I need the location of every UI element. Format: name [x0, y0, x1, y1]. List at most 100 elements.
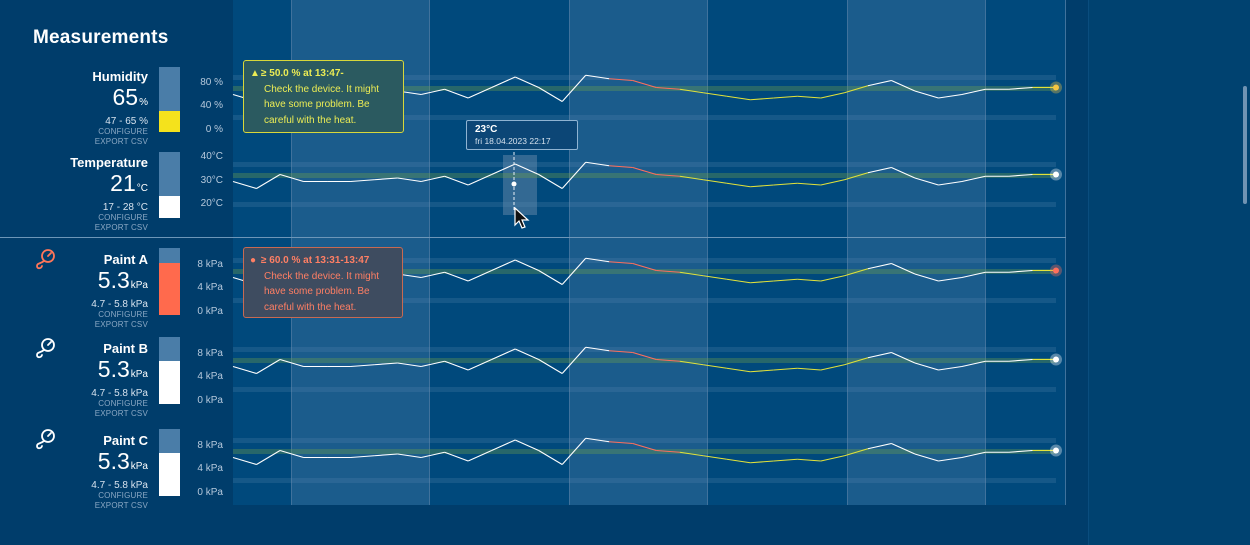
configure-link[interactable]: CONFIGURE [98, 491, 148, 500]
series-segment [514, 259, 539, 272]
export-csv-link[interactable]: EXPORT CSV [94, 501, 148, 510]
series-segment [420, 451, 445, 459]
series-segment [867, 351, 892, 359]
axis-tick: 20°C [200, 198, 223, 209]
series-segment [867, 166, 892, 174]
range-band [233, 347, 1056, 352]
series-segment [256, 450, 281, 465]
series-segment [467, 449, 492, 462]
hover-point [511, 181, 517, 187]
value-number: 21 [110, 170, 136, 196]
series-segment [820, 275, 845, 282]
time-band [847, 0, 985, 505]
series-segment [656, 173, 680, 177]
series-segment [961, 271, 986, 279]
series-segment [867, 442, 892, 450]
sensor-value: 5.3kPa [0, 357, 148, 387]
scrollbar[interactable] [1243, 86, 1247, 204]
sensor-name: Paint B [103, 341, 148, 356]
grid-line [847, 0, 848, 505]
sensor-range: 4.7 - 5.8 kPa [91, 388, 148, 399]
series-segment [632, 262, 657, 272]
export-csv-link[interactable]: EXPORT CSV [94, 320, 148, 329]
series-segment [256, 359, 281, 374]
series-segment [585, 74, 610, 80]
export-csv-link[interactable]: EXPORT CSV [94, 409, 148, 418]
series-segment [938, 456, 963, 462]
series-segment [938, 365, 963, 371]
series-segment [350, 179, 375, 183]
axis-tick: 80 % [200, 77, 223, 88]
configure-link[interactable]: CONFIGURE [98, 127, 148, 136]
value-unit: kPa [130, 461, 148, 472]
value-number: 5.3 [97, 448, 130, 474]
value-number: 5.3 [97, 356, 130, 382]
export-csv-link[interactable]: EXPORT CSV [94, 223, 148, 232]
series-segment [750, 460, 774, 464]
series-segment [750, 280, 774, 284]
series-segment [679, 360, 704, 366]
series-segment [726, 182, 751, 188]
series-segment [797, 182, 821, 186]
series-segment [397, 177, 422, 183]
series-segment [703, 455, 727, 460]
series-segment [703, 92, 727, 97]
current-point [1053, 447, 1059, 454]
gauge-fill [159, 453, 180, 496]
alert-heading: ▲≥ 50.0 % at 13:47- [250, 66, 395, 82]
series-segment [609, 350, 633, 354]
paint-b-gauge [159, 337, 180, 404]
tooltip-value: 23°C [475, 124, 498, 135]
series-segment [938, 93, 963, 99]
series-segment [961, 360, 986, 368]
series-segment [491, 348, 516, 361]
series-segment [914, 90, 939, 99]
series-segment [444, 175, 469, 186]
series-segment [585, 161, 610, 167]
export-csv-link[interactable]: EXPORT CSV [94, 137, 148, 146]
series-segment [820, 179, 845, 186]
configure-link[interactable]: CONFIGURE [98, 310, 148, 319]
configure-link[interactable]: CONFIGURE [98, 213, 148, 222]
series-segment [867, 262, 892, 270]
range-band [233, 75, 1056, 80]
configure-link[interactable]: CONFIGURE [98, 399, 148, 408]
sensor-value: 21°C [0, 171, 148, 201]
series-segment [420, 88, 445, 96]
axis-tick: 4 kPa [197, 371, 223, 382]
page-title: Measurements [33, 27, 169, 48]
series-segment [891, 442, 916, 455]
series-segment [726, 278, 751, 284]
data-tooltip: 23°C fri 18.04.2023 22:17 [466, 120, 578, 150]
series-segment [232, 456, 257, 466]
critical-alert[interactable]: ●≥ 60.0 % at 13:31-13:47 Check the devic… [243, 247, 403, 318]
sensor-name: Temperature [70, 155, 148, 170]
series-segment [961, 175, 986, 183]
series-segment [420, 360, 445, 368]
series-segment [467, 269, 492, 282]
series-segment [750, 184, 774, 188]
sensor-name: Paint A [103, 252, 148, 267]
series-segment [844, 85, 869, 94]
series-segment [726, 458, 751, 464]
series-segment [773, 182, 798, 186]
gauge-fill [159, 361, 180, 404]
current-point [1053, 171, 1059, 178]
series-segment [420, 271, 445, 279]
range-band [233, 449, 1056, 454]
pressure-gauge-icon [34, 428, 56, 450]
alert-message: Check the device. It might have some pro… [264, 83, 380, 126]
range-band [233, 438, 1056, 443]
series-segment [609, 78, 633, 82]
series-segment [797, 278, 821, 282]
series-segment [279, 358, 304, 368]
axis-tick: 8 kPa [197, 440, 223, 451]
warning-alert[interactable]: ▲≥ 50.0 % at 13:47- Check the device. It… [243, 60, 404, 133]
pressure-gauge-icon [34, 337, 56, 359]
axis-tick: 4 kPa [197, 463, 223, 474]
series-segment [585, 257, 610, 263]
series-segment [914, 362, 939, 371]
range-band [233, 387, 1056, 392]
series-segment [820, 92, 845, 99]
